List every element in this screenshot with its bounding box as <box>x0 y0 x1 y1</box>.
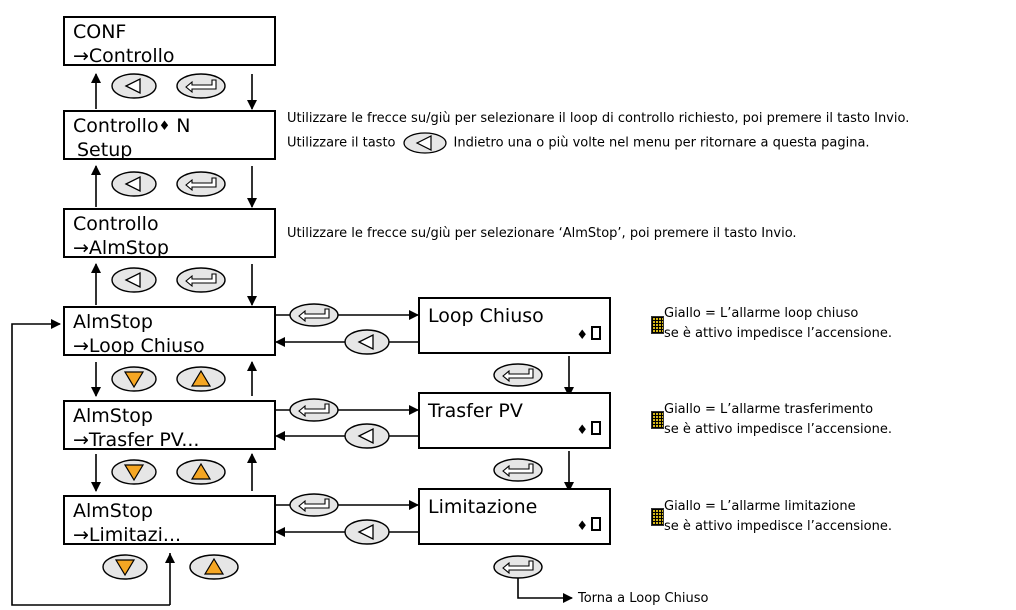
updown-icon: ♦ <box>158 119 171 134</box>
screen-line1: AlmStop <box>73 405 153 427</box>
screen-line1: Controllo♦ N <box>73 115 191 138</box>
note-back-key-a: Utilizzare il tasto <box>287 135 396 151</box>
screen-almstop-trasfer: AlmStop →Trasfer PV... <box>63 400 276 451</box>
screen-line1: Controllo <box>73 213 159 235</box>
legend-loop-chiuso-a: Giallo = L’allarme loop chiuso <box>664 306 859 321</box>
back-button-icon[interactable] <box>111 267 157 293</box>
screen-line2: →Controllo <box>73 45 175 67</box>
screen-line2: →Trasfer PV... <box>73 429 200 451</box>
screen-conf: CONF →Controllo <box>63 16 276 67</box>
yellow-swatch-icon <box>651 316 664 334</box>
updown-indicator: ♦ <box>576 326 601 343</box>
down-button-icon[interactable] <box>111 459 157 485</box>
updown-icon: ♦ <box>576 519 588 534</box>
screen-trasfer-pv: Trasfer PV ♦ <box>418 392 611 449</box>
screen-line2: Setup <box>77 139 133 161</box>
note-back-key-b: Indietro una o più volte nel menu per ri… <box>453 135 870 151</box>
enter-button-icon[interactable] <box>493 458 543 482</box>
screen-title: Controllo <box>73 115 159 137</box>
down-button-icon[interactable] <box>102 554 148 580</box>
back-button-icon[interactable] <box>111 171 157 197</box>
up-button-icon[interactable] <box>176 366 226 392</box>
legend-limitazione-b: se è attivo impedisce l’accensione. <box>664 519 892 534</box>
legend-limitazione-a: Giallo = L’allarme limitazione <box>664 499 856 514</box>
note-select-loop: Utilizzare le frecce su/giù per selezion… <box>287 111 910 126</box>
screen-almstop-loop: AlmStop →Loop Chiuso <box>63 306 276 357</box>
updown-icon: ♦ <box>576 423 588 438</box>
legend-trasfer-b: se è attivo impedisce l’accensione. <box>664 422 892 437</box>
enter-button-icon[interactable] <box>493 363 543 387</box>
screen-line2: →AlmStop <box>73 237 169 259</box>
enter-button-icon[interactable] <box>176 267 226 293</box>
screen-line2: →Limitazi... <box>73 524 182 546</box>
note-select-almstop: Utilizzare le frecce su/giù per selezion… <box>287 226 797 241</box>
enter-button-icon[interactable] <box>289 493 339 517</box>
enter-button-icon[interactable] <box>289 303 339 327</box>
note-back-key: Utilizzare il tasto Indietro una o più vo… <box>287 132 870 155</box>
back-button-icon[interactable] <box>111 73 157 99</box>
return-to-loop-chiuso: Torna a Loop Chiuso <box>578 591 709 606</box>
screen-limitazione: Limitazione ♦ <box>418 488 611 545</box>
screen-line1: AlmStop <box>73 500 153 522</box>
updown-indicator: ♦ <box>576 421 601 438</box>
enter-button-icon[interactable] <box>176 73 226 99</box>
back-button-icon[interactable] <box>344 423 390 449</box>
screen-controllo-n: Controllo♦ N Setup <box>63 110 276 161</box>
back-button-icon[interactable] <box>344 329 390 355</box>
cursor-icon <box>591 326 601 340</box>
enter-button-icon[interactable] <box>493 555 543 579</box>
screen-line1: CONF <box>73 21 127 43</box>
updown-icon: ♦ <box>576 328 588 343</box>
yellow-swatch-icon <box>651 508 664 526</box>
enter-button-icon[interactable] <box>176 171 226 197</box>
enter-button-icon[interactable] <box>289 398 339 422</box>
screen-loop-chiuso: Loop Chiuso ♦ <box>418 297 611 354</box>
screen-title: Limitazione <box>428 496 538 518</box>
screen-title: Loop Chiuso <box>428 305 544 327</box>
back-button-icon[interactable] <box>344 519 390 545</box>
screen-almstop-limit: AlmStop →Limitazi... <box>63 495 276 546</box>
up-button-icon[interactable] <box>189 554 239 580</box>
screen-title: Trasfer PV <box>428 400 523 422</box>
screen-line1: AlmStop <box>73 311 153 333</box>
loop-number: N <box>176 115 191 137</box>
back-button-icon <box>402 132 447 154</box>
up-button-icon[interactable] <box>176 459 226 485</box>
cursor-icon <box>591 517 601 531</box>
yellow-swatch-icon <box>651 411 664 429</box>
updown-indicator: ♦ <box>576 517 601 534</box>
cursor-icon <box>591 421 601 435</box>
screen-line2: →Loop Chiuso <box>73 335 205 357</box>
down-button-icon[interactable] <box>111 366 157 392</box>
screen-controllo-almstop: Controllo →AlmStop <box>63 208 276 259</box>
legend-loop-chiuso-b: se è attivo impedisce l’accensione. <box>664 326 892 341</box>
legend-trasfer-a: Giallo = L’allarme trasferimento <box>664 402 874 417</box>
